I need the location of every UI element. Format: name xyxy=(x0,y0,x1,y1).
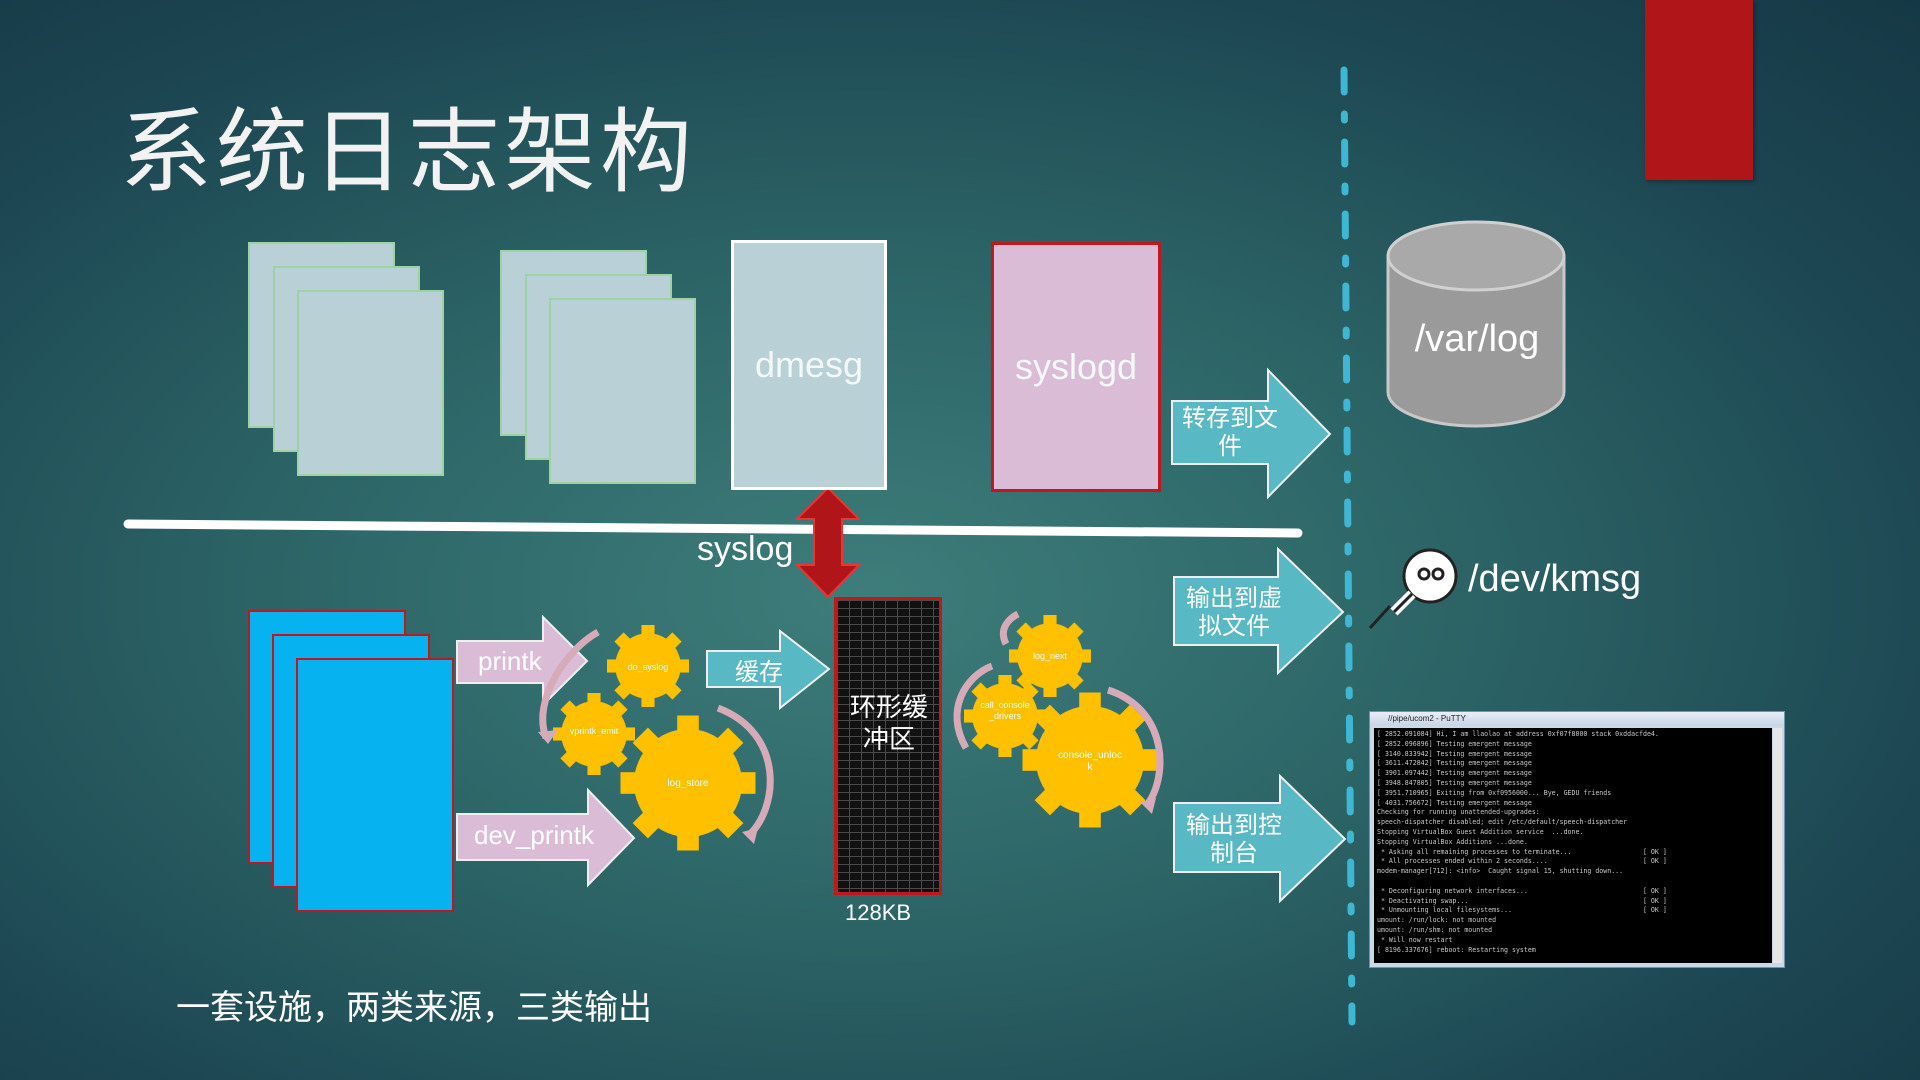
pages-stack-2 xyxy=(500,250,696,484)
terminal-line: * All processes ended within 2 seconds..… xyxy=(1377,857,1667,866)
output-divider-line xyxy=(1340,66,1356,1026)
syslog-label: syslog xyxy=(697,530,794,568)
dmesg-box: dmesg xyxy=(731,240,887,490)
subtitle: 一套设施，两类来源，三类输出 xyxy=(176,988,652,1028)
terminal-line: speech-dispatcher disabled; edit /etc/de… xyxy=(1377,818,1628,827)
user-kernel-separator xyxy=(123,519,1303,538)
gear-label-log-store: log_store xyxy=(667,778,709,789)
putty-title: //pipe/ucom2 - PuTTY xyxy=(1370,712,1784,726)
pages-stack-1 xyxy=(248,242,444,476)
terminal-line: [ 3611.472842] Testing emergent message xyxy=(1377,759,1532,768)
rotate-arrow-left-1 xyxy=(539,628,600,740)
terminal-line: * Deconfiguring network interfaces... [ … xyxy=(1377,886,1667,895)
red-accent-tab xyxy=(1645,0,1753,180)
ring-buffer-block xyxy=(834,597,942,895)
syslog-double-arrow xyxy=(794,486,862,599)
ring-buffer-label: 环形缓冲区 xyxy=(849,693,928,755)
terminal-line: * Asking all remaining processes to term… xyxy=(1377,847,1667,856)
gear-label-call-console-drivers: call_console_drivers xyxy=(980,700,1030,721)
dmesg-label: dmesg xyxy=(754,344,864,385)
cache-arrow xyxy=(706,628,831,711)
slide-title: 系统日志架构 xyxy=(120,99,697,206)
to-virtual-file-arrow xyxy=(1173,546,1345,676)
putty-terminal: [ 2852.091084] Hi, I am llaolao at addre… xyxy=(1374,728,1772,963)
terminal-line: * Unmounting local filesystems... [ OK ] xyxy=(1377,906,1667,915)
dev-printk-arrow xyxy=(456,787,636,888)
terminal-line xyxy=(1377,877,1769,887)
terminal-line: [ 3140.833942] Testing emergent message xyxy=(1377,749,1532,758)
gear-label-do-syslog: do_syslog xyxy=(627,662,669,672)
terminal-line: modem-manager[712]: <info> Caught signal… xyxy=(1377,867,1624,876)
gear-label-console-unlock: console_unlock xyxy=(1058,750,1122,773)
terminal-line: umount: /run/shm: not mounted xyxy=(1377,925,1493,934)
gear-label-log-next: log_next xyxy=(1032,651,1068,661)
rotate-arrow-right-1 xyxy=(953,662,994,750)
terminal-line: * Will now restart xyxy=(1377,935,1453,944)
to-console-arrow xyxy=(1173,773,1347,904)
var-log-label: /var/log xyxy=(1414,318,1540,360)
terminal-line: [ 3948.847805] Testing emergent message xyxy=(1377,778,1532,787)
rotate-arrow-left-2 xyxy=(716,704,774,839)
source-pages-stack xyxy=(248,610,454,912)
terminal-line: Checking for running unattended-upgrades… xyxy=(1377,808,1540,817)
gear-label-vprintk-emit: vprintk_emit xyxy=(569,726,619,736)
to-virtual-file-label: 输出到虚拟文件 xyxy=(1186,584,1282,640)
terminal-line: [ 2852.096896] Testing emergent message xyxy=(1377,739,1532,748)
putty-scrollbar xyxy=(1773,728,1782,963)
syslogd-box: syslogd xyxy=(991,242,1161,492)
cache-label: 缓存 xyxy=(735,658,783,686)
to-file-label: 转存到文件 xyxy=(1182,404,1278,460)
terminal-line: Stopping VirtualBox Additions ...done. xyxy=(1377,837,1528,846)
dev-printk-label: dev_printk xyxy=(474,820,594,850)
rotate-arrow-right-2 xyxy=(999,610,1020,646)
terminal-line: umount: /run/lock: not mounted xyxy=(1377,916,1497,925)
terminal-line: [ 3951.710965] Exiting from 0xf0956000..… xyxy=(1377,788,1612,797)
syslogd-label: syslogd xyxy=(1014,346,1138,387)
terminal-line: [ 4031.756672] Testing emergent message xyxy=(1377,798,1532,807)
terminal-line: [ 2852.091084] Hi, I am llaolao at addre… xyxy=(1377,730,1659,738)
printk-label: printk xyxy=(478,646,542,676)
putty-console-window: //pipe/ucom2 - PuTTY [ 2852.091084] Hi, … xyxy=(1369,711,1785,968)
to-file-arrow xyxy=(1171,367,1332,500)
var-log-database-icon xyxy=(1386,220,1566,428)
terminal-line: [ 8196.337676] reboot: Restarting system xyxy=(1377,945,1536,954)
terminal-line: * Deactivating swap... [ OK ] xyxy=(1377,896,1667,905)
plug-icon xyxy=(1368,548,1458,630)
terminal-line: [ 3901.097442] Testing emergent message xyxy=(1377,769,1532,778)
terminal-line: Stopping VirtualBox Guest Addition servi… xyxy=(1377,827,1584,836)
ring-buffer-size: 128KB xyxy=(845,900,912,925)
dev-kmsg-label: /dev/kmsg xyxy=(1468,558,1642,600)
rotate-arrow-right-3 xyxy=(1106,686,1164,809)
to-console-label: 输出到控制台 xyxy=(1186,811,1282,867)
